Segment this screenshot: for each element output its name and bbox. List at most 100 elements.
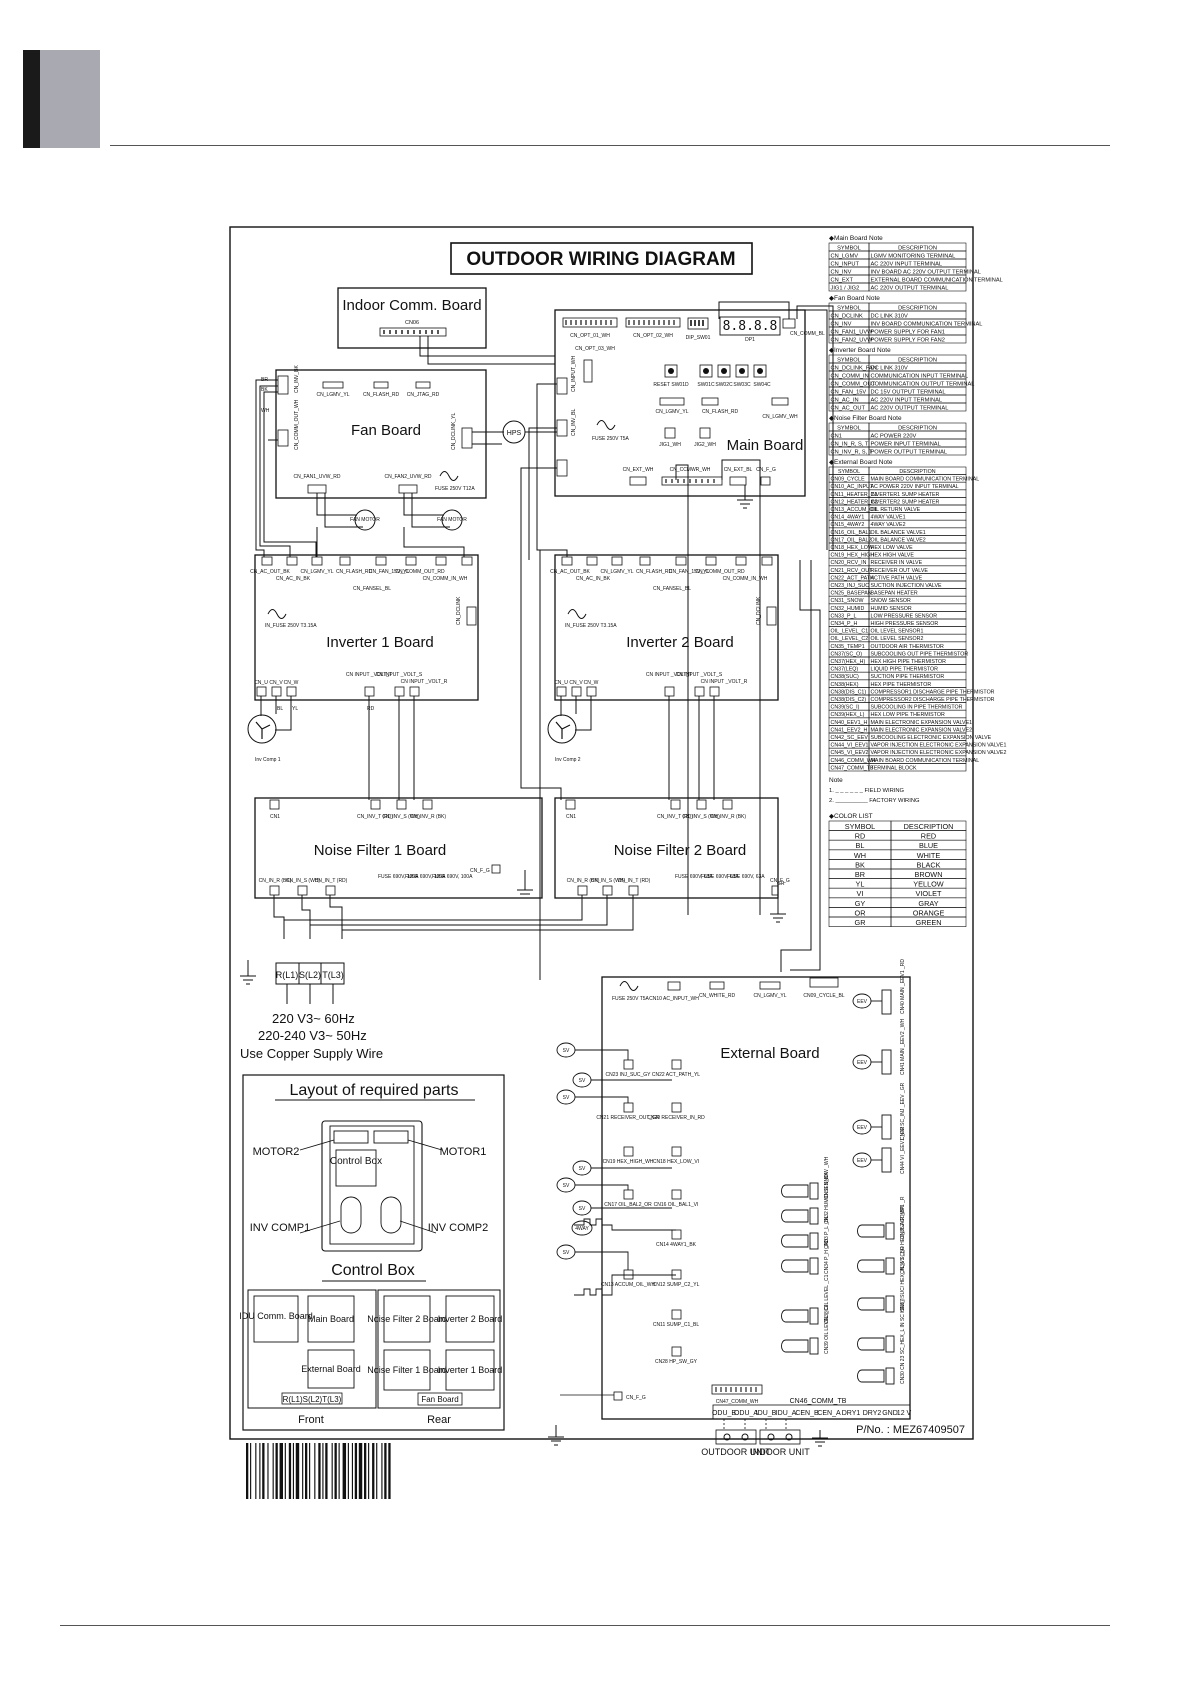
ext-cn30: CN30 CN 23 SC_HEX_L IN SC HEX_I bbox=[900, 1298, 906, 1384]
barcode-bar bbox=[347, 1443, 349, 1499]
notes-noise_filter-desc: DESCRIPTION bbox=[898, 425, 937, 431]
sw01c: SW01C bbox=[697, 382, 715, 388]
notes-color_list-desc: RED bbox=[921, 832, 936, 841]
notes-external_board-desc: COMPRESSOR1 DISCHARGE PIPE THERMISTOR bbox=[871, 689, 995, 695]
nf2-in-r: CN_IN_R (BK) bbox=[567, 878, 600, 884]
section-tab-dark bbox=[23, 50, 40, 148]
notes-external_board-symbol: CN32_HUMID bbox=[831, 606, 865, 612]
inverter-1-title: Inverter 1 Board bbox=[326, 634, 434, 651]
inv2-cn-w: CN_W bbox=[584, 680, 599, 686]
notes-external_board-desc: OUTDOOR AIR THERMISTOR bbox=[871, 644, 945, 650]
part-nf2 bbox=[383, 1295, 431, 1343]
notes-external_board-desc: MAIN BOARD COMMUNICATION TERMINAL bbox=[871, 477, 980, 483]
footer-rule bbox=[60, 1625, 1110, 1626]
cn-opt-02: CN_OPT_02_WH bbox=[633, 333, 673, 339]
inv2-ac-in: CN_AC_IN_BK bbox=[576, 576, 611, 582]
inv2-fuse-label: IN_FUSE 250V T3.15A bbox=[565, 623, 617, 629]
dip-sw01: DIP_SW01 bbox=[686, 335, 711, 341]
notes-external_board-symbol: CN11_HEATER_C1 bbox=[831, 492, 878, 498]
inverter-1-top-pins bbox=[261, 556, 477, 626]
sw04c: SW04C bbox=[753, 382, 771, 388]
notes-color_list-desc: GRAY bbox=[918, 899, 938, 908]
notes-color_list-symbol: WH bbox=[854, 851, 866, 860]
fan-board bbox=[275, 369, 487, 499]
4way-label: 4WAY bbox=[575, 1226, 589, 1232]
main-cn-fg: CN_F_G bbox=[756, 467, 776, 473]
ext-cn13: CN13 ACCUM_OIL_WH bbox=[601, 1282, 656, 1288]
inv1-cn-u: CN_U bbox=[254, 680, 268, 686]
diagram-frame bbox=[229, 226, 974, 1440]
external-board-anchor bbox=[542, 966, 552, 980]
notes-main_board-desc: DESCRIPTION bbox=[898, 245, 937, 251]
barcode-bar bbox=[309, 1443, 311, 1499]
nf1-in-t: CN_IN_T (RD) bbox=[315, 878, 348, 884]
dp1: DP1 bbox=[745, 337, 755, 343]
notes-external_board-symbol: CN39(HEX_L) bbox=[831, 712, 865, 718]
notes-inverter_board-symbol: CN_COMM_IN bbox=[831, 373, 869, 379]
cn-comm-bl: CN_COMM_BL bbox=[790, 331, 825, 337]
barcode-bar bbox=[368, 1443, 370, 1499]
eev-valves bbox=[852, 989, 892, 1173]
notes-inverter_board-desc: AC 220V INPUT TERMINAL bbox=[871, 397, 943, 403]
cn06-pins bbox=[379, 327, 447, 337]
notes-note-row: 1. _ _ _ _ _ _ FIELD WIRING bbox=[829, 788, 905, 794]
barcode-bar bbox=[284, 1443, 286, 1499]
notes-fan_board-desc: DESCRIPTION bbox=[898, 305, 937, 311]
layout-terminal-block-label: R(L1)S(L2)T(L3) bbox=[283, 1395, 342, 1404]
notes-external_board-desc: BASEPAN HEATER bbox=[871, 591, 918, 597]
ext-cn-lgmv: CN_LGMV_YL bbox=[753, 993, 786, 999]
notes-main_board-cell bbox=[868, 282, 967, 292]
nf2-inv-r: CN_INV_R (BK) bbox=[710, 814, 746, 820]
tb-odu-a: ODU_A bbox=[734, 1410, 758, 1417]
notes-color_list-desc: BLACK bbox=[917, 860, 941, 869]
notes-external_board-desc: SUBCOOLING ELECTRONIC EXPANSION VALVE bbox=[871, 735, 992, 741]
header-rule bbox=[110, 145, 1110, 146]
inv-comp2-label: INV COMP2 bbox=[428, 1222, 489, 1234]
fan-motor-2-label: FAN MOTOR bbox=[437, 517, 467, 523]
eev-label-3: EEV bbox=[857, 1125, 868, 1131]
nf1-top-pins bbox=[269, 799, 433, 810]
ext-cn34: CN34 P_H _RD bbox=[824, 1238, 830, 1274]
main-board-bottom-connectors bbox=[629, 476, 771, 486]
notes-fan_board-title: ◆Fan Board Note bbox=[829, 295, 880, 302]
sv-label-3: SV bbox=[563, 1095, 570, 1101]
section-tab-gray bbox=[40, 50, 100, 148]
notes-color_list-desc: BLUE bbox=[919, 841, 938, 850]
notes-external_board-symbol: CN45_VI_EEV2 bbox=[831, 750, 869, 756]
inv-comp-2-label: Inv Comp 2 bbox=[555, 757, 581, 763]
notes-inverter_board-desc: AC 220V OUTPUT TERMINAL bbox=[871, 405, 949, 411]
notes-inverter_board-desc: DESCRIPTION bbox=[898, 357, 937, 363]
motor2-label: MOTOR2 bbox=[253, 1146, 300, 1158]
notes-external_board-desc: HEX LOW PIPE THERMISTOR bbox=[871, 712, 945, 718]
notes-external_board-symbol: CN44_VI_EEV1 bbox=[831, 743, 869, 749]
barcode-bar bbox=[364, 1443, 367, 1499]
inv2-volt-r: CN INPUT _VOLT_R bbox=[701, 679, 748, 685]
ext-cn46: CN46_COMM_TB bbox=[790, 1398, 847, 1405]
barcode-bar bbox=[372, 1443, 375, 1499]
sv-label-2: SV bbox=[579, 1078, 586, 1084]
inv2-fansel: CN_FANSEL_BL bbox=[653, 586, 691, 592]
notes-color_list-desc: DESCRIPTION bbox=[904, 822, 954, 831]
motor1-label: MOTOR1 bbox=[440, 1146, 487, 1158]
ext-cn19: CN19 HEX_HIGH_WH bbox=[603, 1159, 654, 1165]
nf2-cn1: CN1 bbox=[566, 814, 576, 820]
ext-cn18: CN18 HEX_LOW_VI bbox=[653, 1159, 699, 1165]
notes-noise_filter-title: ◆Noise Filter Board Note bbox=[829, 415, 902, 422]
notes-external_board-symbol: CN38(DIS_C1) bbox=[831, 689, 867, 695]
notes-external_board-symbol: CN19_HEX_HIGH bbox=[831, 553, 875, 559]
notes-external_board-desc: MAIN ELECTRONIC EXPANSION VALVE2 bbox=[871, 727, 973, 733]
notes-color_list-symbol: SYMBOL bbox=[845, 822, 875, 831]
notes-external_board-symbol: CN38(SUC) bbox=[831, 674, 859, 680]
notes-external_board-symbol: CN46_COMM_WH bbox=[831, 758, 876, 764]
motor1-box bbox=[373, 1130, 409, 1144]
indoor-unit-terminal-1 bbox=[767, 1433, 775, 1441]
notes-external_board-symbol: CN37(LEQ) bbox=[831, 667, 859, 673]
ext-cn14: CN14 4WAY1_BK bbox=[656, 1242, 697, 1248]
external-top-pins bbox=[667, 977, 839, 991]
ext-cn44: CN44 VI _EEV1 _OR bbox=[900, 1126, 906, 1174]
motor2-box bbox=[333, 1130, 369, 1144]
notes-external_board-desc: RECEIVER OUT VALVE bbox=[871, 568, 929, 574]
barcode-bar bbox=[314, 1443, 316, 1499]
notes-main_board-desc: LGMV MONITORING TERMINAL bbox=[871, 253, 956, 259]
notes-inverter_board-symbol: SYMBOL bbox=[837, 357, 861, 363]
